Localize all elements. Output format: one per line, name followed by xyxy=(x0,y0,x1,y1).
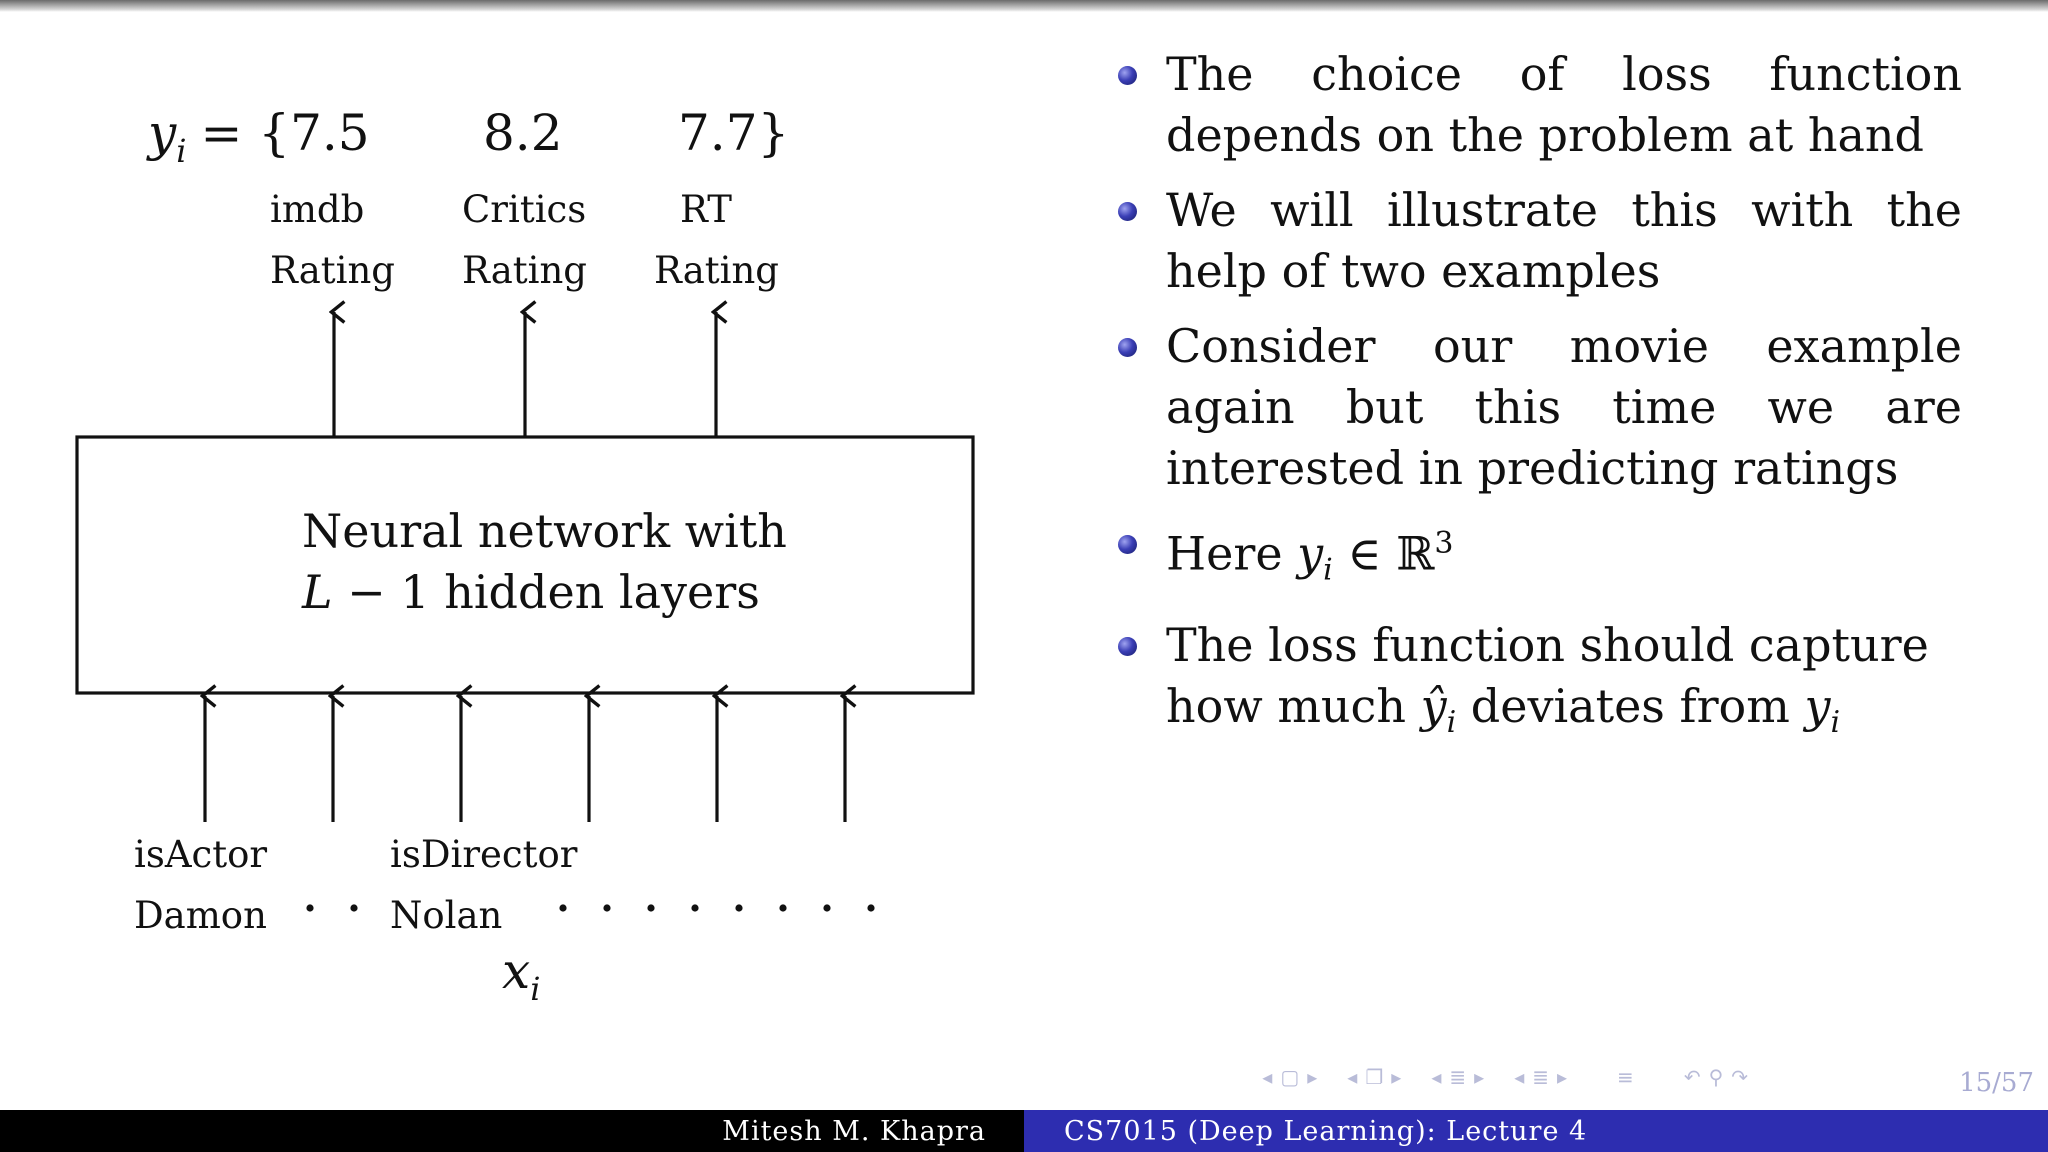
input-arrows xyxy=(205,696,845,822)
bullet-item: Consider our movie example again but thi… xyxy=(1110,316,1962,499)
network-box-label: Neural network with L − 1 hidden layers xyxy=(301,504,802,619)
nav-right-arrow-icon[interactable]: ▸ xyxy=(1391,1065,1402,1089)
slide-footer: Mitesh M. Khapra CS7015 (Deep Learning):… xyxy=(0,1110,2048,1152)
nav-left-arrow-icon[interactable]: ◂ xyxy=(1347,1065,1358,1089)
output-label-imdb: imdb Rating xyxy=(270,188,395,292)
output-var-subscript: i xyxy=(176,132,186,170)
input-label-director: isDirector Nolan xyxy=(390,833,589,937)
nav-left-arrow-icon[interactable]: ◂ xyxy=(1514,1065,1525,1089)
nav-search-icon[interactable]: ⚲ xyxy=(1708,1065,1724,1089)
nav-align-icon[interactable]: ≡ xyxy=(1617,1065,1634,1089)
input-var-label: xi xyxy=(502,942,540,1008)
output-arrows xyxy=(334,312,716,437)
output-equals: = {7.5 xyxy=(200,104,369,162)
nav-document-icon[interactable]: ≣ xyxy=(1532,1065,1549,1089)
slide-top-border xyxy=(0,0,2048,12)
input-ellipsis-dots xyxy=(306,904,875,912)
bullet-item: The loss function should capture how muc… xyxy=(1110,615,1962,753)
nav-left-arrow-icon[interactable]: ◂ xyxy=(1262,1065,1273,1089)
footer-course-title: CS7015 (Deep Learning): Lecture 4 xyxy=(1024,1110,2048,1152)
nav-left-arrow-icon[interactable]: ◂ xyxy=(1431,1065,1442,1089)
page-number: 15/57 xyxy=(1959,1068,2034,1098)
nav-right-arrow-icon[interactable]: ▸ xyxy=(1474,1065,1485,1089)
nav-section-icon[interactable]: ≣ xyxy=(1449,1065,1467,1089)
bullet-item: Here yi ∈ ℝ3 xyxy=(1110,513,1962,601)
bullet-list: The choice of loss function depends on t… xyxy=(1110,44,1962,767)
bullet-item: The choice of loss function depends on t… xyxy=(1110,44,1962,166)
network-box xyxy=(75,435,975,695)
output-var: y xyxy=(146,104,177,162)
input-label-actor: isActor Damon xyxy=(134,833,279,937)
output-value-2: 8.2 xyxy=(483,104,563,162)
nav-right-arrow-icon[interactable]: ▸ xyxy=(1557,1065,1568,1089)
nav-forward-icon[interactable]: ↷ xyxy=(1731,1065,1748,1089)
output-value-3: 7.7} xyxy=(678,104,789,162)
nav-frame-icon[interactable]: ▢ xyxy=(1280,1065,1300,1089)
nav-back-icon[interactable]: ↶ xyxy=(1683,1065,1701,1089)
neural-network-diagram: yi = {7.5 8.2 7.7} imdb Rating Critics Ra… xyxy=(75,104,975,1008)
nav-subsection-icon[interactable]: ❐ xyxy=(1365,1065,1384,1089)
output-equation: yi = {7.5 xyxy=(146,104,370,170)
output-label-critics: Critics Rating xyxy=(462,188,598,292)
nav-right-arrow-icon[interactable]: ▸ xyxy=(1307,1065,1318,1089)
beamer-navigation-bar: ◂ ▢ ▸ ◂ ❐ ▸ ◂ ≣ ▸ ◂ ≣ ▸ ≡ ↶ ⚲ ↷ xyxy=(1262,1062,1748,1092)
output-label-rt: RT Rating xyxy=(654,188,779,292)
footer-author: Mitesh M. Khapra xyxy=(0,1110,1024,1152)
bullet-item: We will illustrate this with the help of… xyxy=(1110,180,1962,302)
